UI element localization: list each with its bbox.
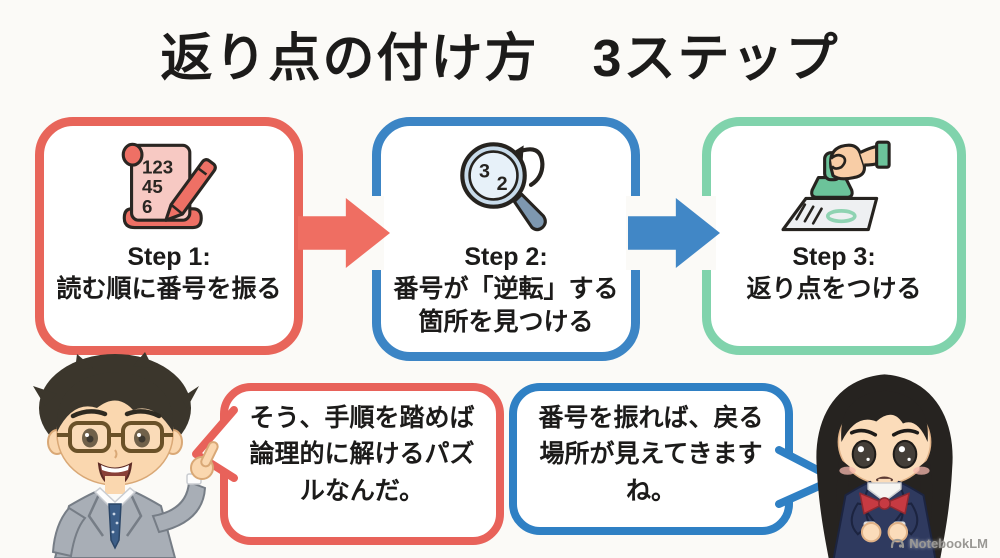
svg-text:6: 6	[142, 196, 152, 217]
student-speech-text: 番号を振れば、戻る 場所が見えてきます ね。	[538, 404, 764, 505]
svg-text:123: 123	[142, 156, 173, 177]
teacher-suit	[51, 480, 207, 558]
numbered-scroll-pen-icon: 123 45 6	[121, 142, 217, 230]
student-bow	[859, 492, 910, 515]
step2-box: 3 2 Step 2: 番号が「逆転」する 箇所を見つける	[372, 117, 640, 361]
watermark-label: NotebookLM	[909, 536, 988, 551]
svg-text:45: 45	[142, 176, 163, 197]
step2-label: Step 2:	[464, 243, 548, 271]
student-character	[816, 374, 953, 558]
step2-text-line1: 番号が「逆転」する	[393, 275, 619, 304]
step2-text-line2: 箇所を見つける	[418, 307, 594, 336]
step1-label: Step 1:	[127, 243, 211, 271]
page-title: 返り点の付け方 3ステップ	[160, 30, 840, 88]
student-speech-bubble	[505, 382, 845, 542]
student-hand-right	[887, 521, 909, 543]
svg-text:3: 3	[479, 161, 490, 183]
teacher-character	[33, 352, 219, 558]
step3-label: Step 3:	[792, 243, 876, 271]
step1-text: 読む順に番号を振る	[56, 275, 282, 304]
student-bubble-shape	[509, 383, 839, 535]
student-hand-left	[860, 521, 882, 543]
notebooklm-watermark: NotebookLM	[890, 536, 988, 551]
step3-text: 返り点をつける	[746, 275, 922, 304]
step3-box: Step 3: 返り点をつける	[702, 117, 966, 355]
teacher-pointing-hand	[190, 441, 219, 480]
magnifier-reversal-icon: 3 2	[460, 142, 547, 232]
teacher-glasses	[57, 421, 173, 453]
teacher-speech-text: そう、手順を踏めば 論理的に解けるパズ ルなんだ。	[249, 404, 475, 505]
stamp-hand-icon	[781, 140, 891, 232]
notebooklm-logo-icon	[891, 538, 905, 549]
step1-box: 123 45 6 Step 1: 読む順に番号を振る	[35, 117, 303, 355]
svg-text:2: 2	[497, 173, 508, 195]
